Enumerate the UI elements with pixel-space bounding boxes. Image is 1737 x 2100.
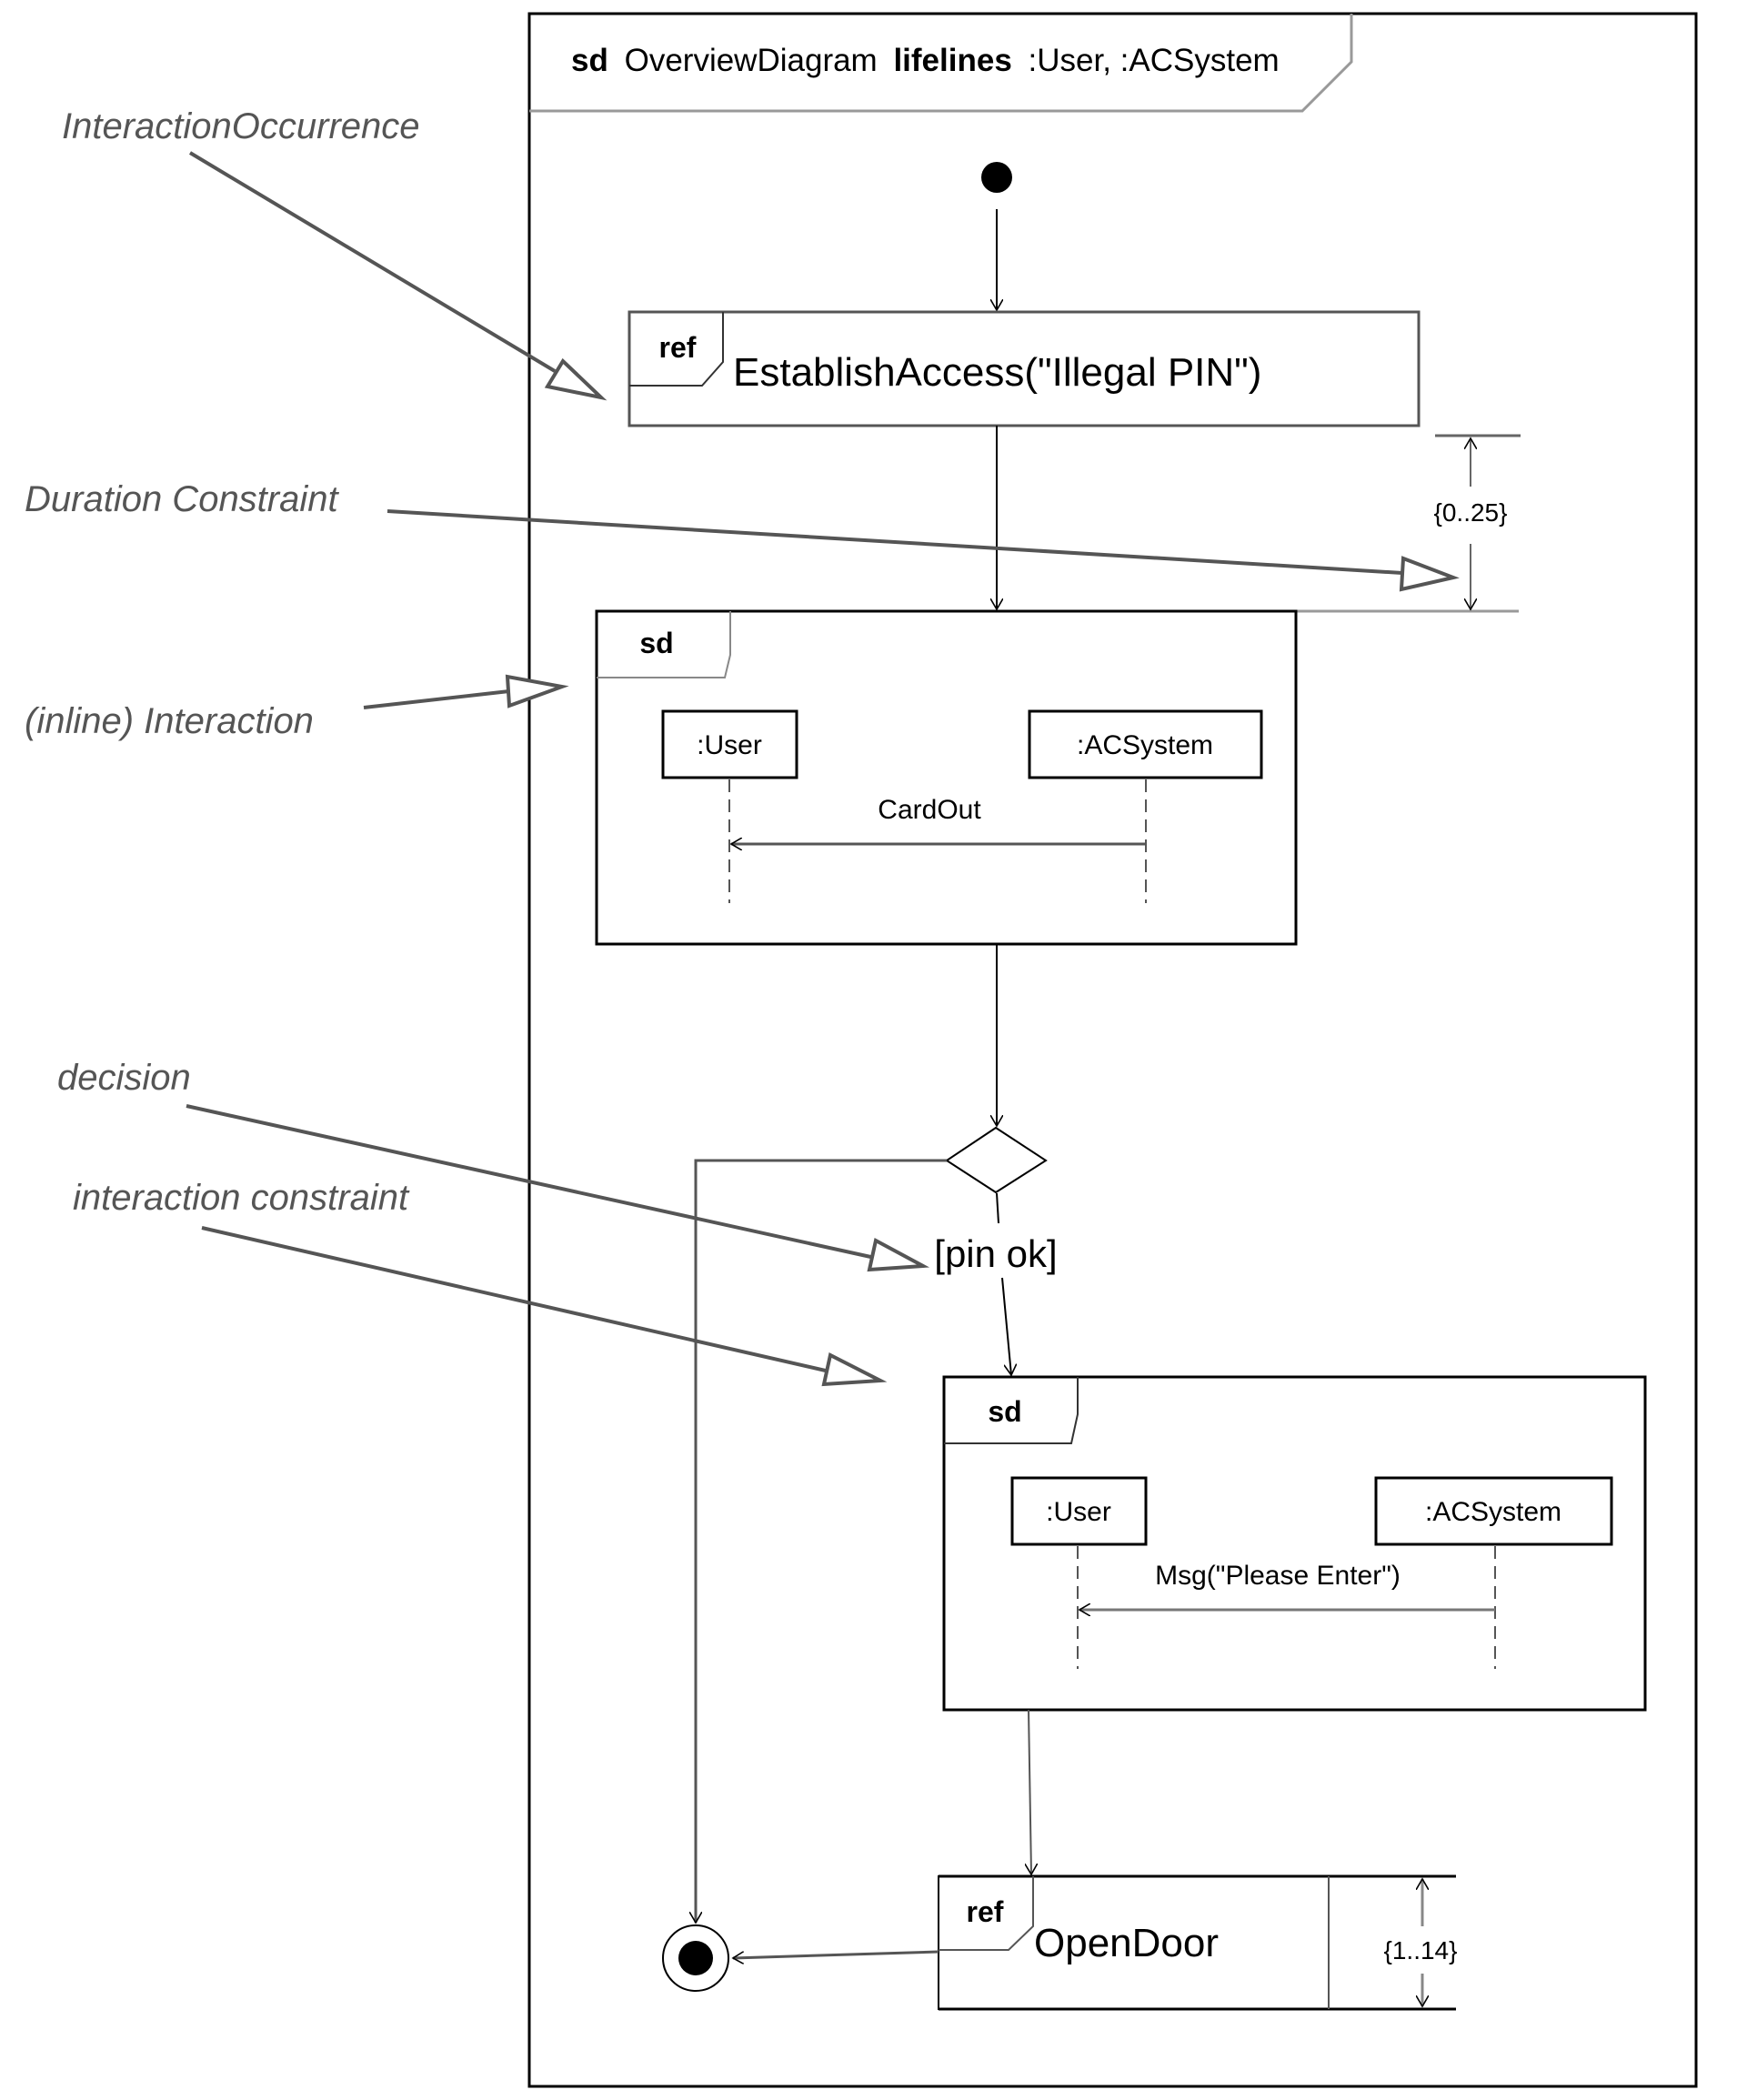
annotation-duration-constraint-line [387,509,1403,575]
annotation-interaction-occurrence-label: InteractionOccurrence [62,106,420,146]
frame-header-tab [529,14,1353,113]
annotation-decision: decision [57,1058,930,1272]
annotation-interaction-occurrence-line [188,151,557,373]
sd2-user-lifeline-head [1010,1476,1148,1546]
sd1-tab [597,611,731,678]
sd2-keyword: sd [988,1395,1021,1428]
frame-header: sd OverviewDiagram lifelines :User, :ACS… [571,43,1280,78]
ref2-keyword: ref [967,1895,1004,1928]
duration1-label: {0..25} [1434,498,1508,527]
outer-frame [527,12,1698,2088]
annotation-interaction-constraint-label: interaction constraint [73,1178,410,1218]
initial-node[interactable] [981,162,1012,193]
annotation-interaction-constraint-arrowhead [821,1352,888,1387]
annotation-decision-label: decision [57,1058,191,1098]
annotation-inline-interaction: (inline) Interaction [25,674,569,741]
sd2-tab [944,1377,1079,1444]
annotation-inline-interaction-label: (inline) Interaction [25,701,314,741]
annotation-inline-interaction-arrowhead [505,674,569,708]
sd2-acsystem-lifeline-head [1374,1476,1613,1546]
flow-decision-to-final [696,1159,947,1923]
sd1-box [595,609,1298,946]
ref-open-door[interactable]: ref OpenDoor [938,1874,1456,2011]
duration-constraint-2: {1..14} [1384,1879,1458,2006]
ref-establish-access[interactable]: ref EstablishAccess("Illegal PIN") [628,310,1421,427]
final-node[interactable] [662,1924,729,1992]
sd2-acsystem-label: :ACSystem [1425,1497,1561,1527]
annotation-interaction-constraint: interaction constraint [73,1178,888,1387]
frame-lifelines-keyword: lifelines [893,43,1011,78]
duration-constraint-1: {0..25} [1296,434,1521,613]
annotation-interaction-occurrence-arrowhead [544,357,607,401]
sd1-keyword: sd [639,627,673,659]
sd2-message-label: Msg("Please Enter") [1155,1561,1401,1591]
annotation-interaction-occurrence: InteractionOccurrence [62,106,607,401]
inline-interaction-cardout[interactable]: sd :User :ACSystem CardOut [595,609,1298,946]
final-node-core [678,1941,713,1975]
inline-interaction-please-enter[interactable]: sd :User :ACSystem Msg("Please Enter") [942,1375,1647,1712]
ref1-text: EstablishAccess("Illegal PIN") [733,350,1261,395]
annotation-interaction-constraint-line [201,1226,830,1373]
sd1-acsystem-lifeline-head [1028,709,1263,779]
ref2-text: OpenDoor [1034,1921,1219,1965]
sd1-user-label: :User [697,730,762,760]
sd2-box [942,1375,1647,1712]
flow-decision-to-guard [996,1192,999,1224]
guard-condition: [pin ok] [934,1232,1057,1275]
ref1-box [628,310,1421,427]
ref1-keyword: ref [659,331,697,364]
frame-keyword: sd [571,43,608,78]
flow-ref2-to-final [733,1950,939,1958]
decision-node[interactable] [945,1126,1048,1194]
sd1-message-label: CardOut [878,795,981,825]
sd2-user-label: :User [1046,1497,1111,1527]
sd1-acsystem-label: :ACSystem [1077,730,1213,760]
ref1-tab [629,312,724,387]
frame-lifelines: :User, :ACSystem [1029,43,1280,78]
sd1-user-lifeline-head [661,709,798,779]
ref2-tab [939,1876,1034,1951]
flow-sd2-to-ref2 [1029,1709,1031,1874]
frame-name: OverviewDiagram [625,43,878,78]
annotation-duration-constraint-label: Duration Constraint [25,479,339,519]
annotation-decision-line [186,1104,876,1260]
annotation-duration-constraint-arrowhead [1399,556,1460,592]
annotation-decision-arrowhead [867,1237,930,1272]
annotation-duration-constraint: Duration Constraint [25,479,1460,592]
annotation-inline-interaction-line [363,689,510,709]
duration2-label: {1..14} [1384,1936,1458,1964]
flow-guard-to-sd2 [1001,1277,1011,1375]
